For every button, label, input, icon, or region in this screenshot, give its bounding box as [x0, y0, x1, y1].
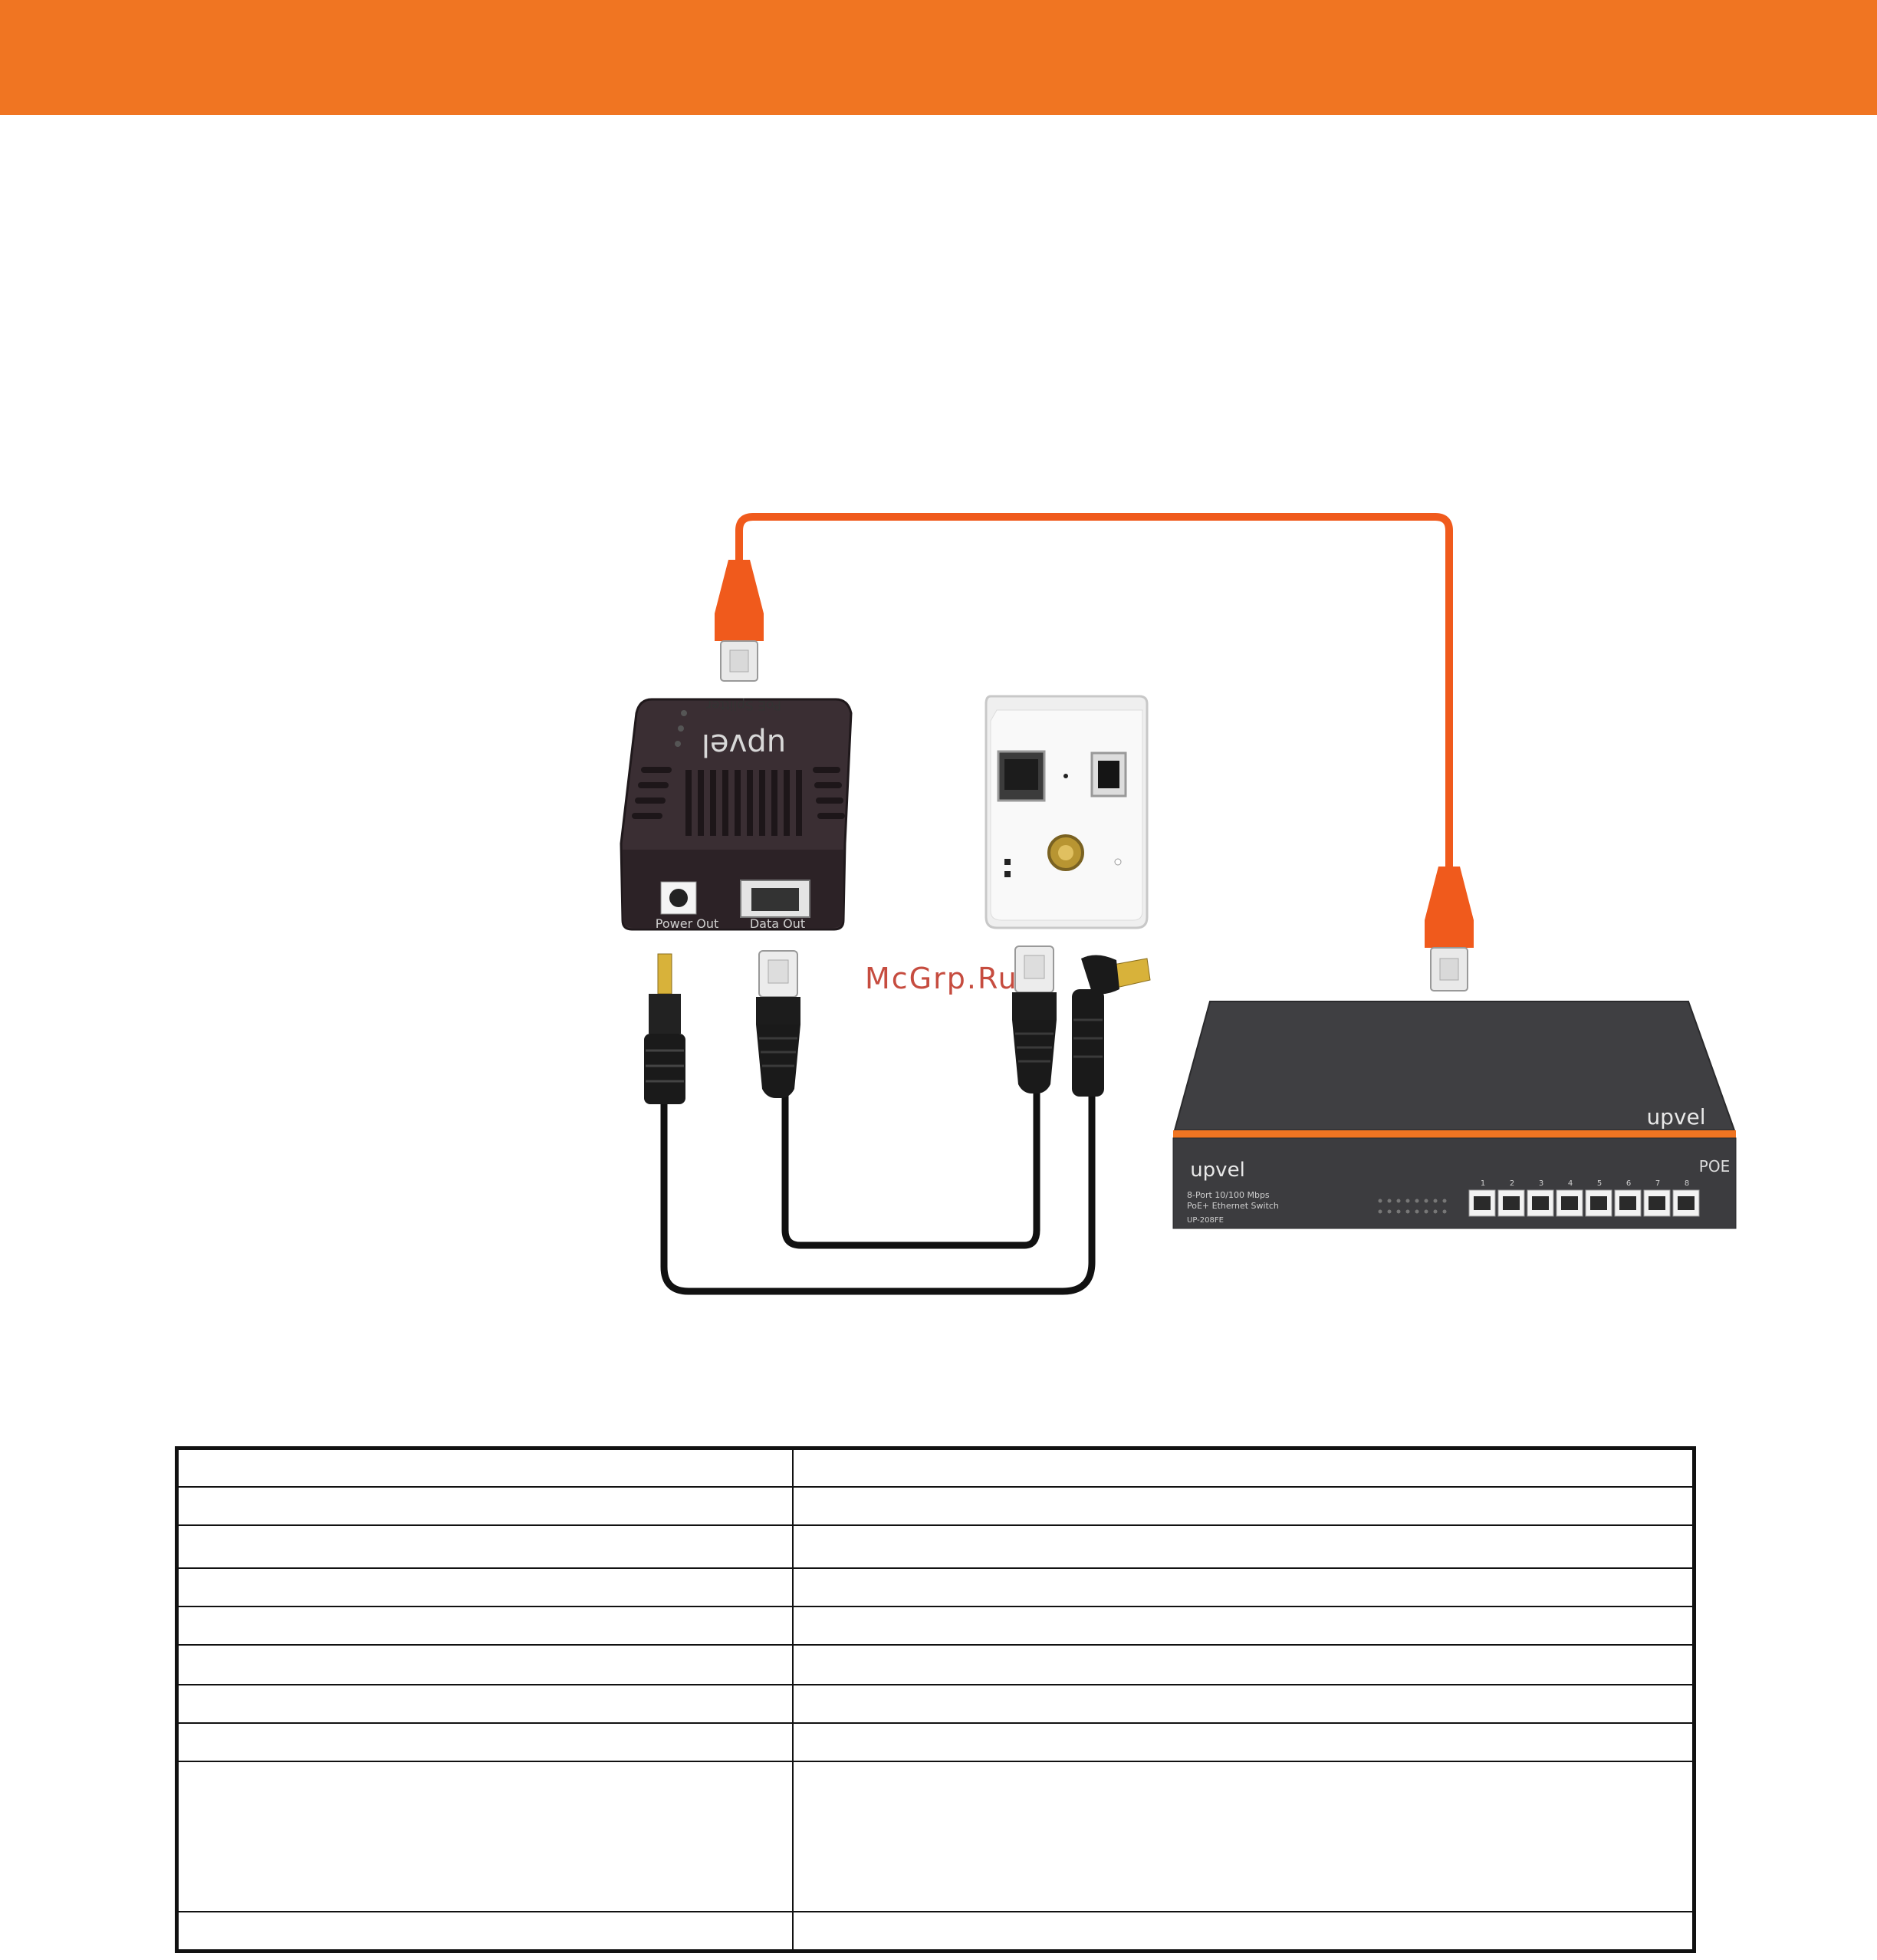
switch-port-number: 1	[1481, 1179, 1485, 1188]
rj45-plug-splitter-input	[715, 560, 764, 682]
table-cell	[176, 1605, 794, 1646]
table-cell	[176, 1910, 794, 1952]
table-cell	[792, 1910, 1695, 1952]
splitter-data-out-label: Data Out	[750, 916, 805, 931]
table-row	[176, 1605, 1695, 1646]
table-cell	[176, 1524, 794, 1569]
table-cell	[792, 1722, 1695, 1762]
poe-splitter-device: upvel PoE Splitter Power Out Data Out	[620, 697, 853, 931]
table-row	[176, 1643, 1695, 1685]
switch-port-number: 3	[1539, 1179, 1543, 1188]
splitter-led-icon	[681, 710, 687, 716]
table-cell	[176, 1567, 794, 1607]
dc-power-plug-angled	[1072, 955, 1151, 1097]
switch-description-line1: 8-Port 10/100 Mbps	[1187, 1190, 1270, 1200]
table-row	[176, 1683, 1695, 1724]
switch-port-number: 8	[1685, 1179, 1689, 1188]
table-cell	[176, 1447, 794, 1488]
splitter-model-label: PoE Splitter	[706, 697, 781, 712]
splitter-power-out-label: Power Out	[656, 916, 718, 931]
switch-port-number: 7	[1655, 1179, 1660, 1188]
watermark: McGrp.Ru	[865, 962, 1018, 995]
table-row	[176, 1485, 1695, 1526]
table-cell	[792, 1447, 1695, 1488]
switch-port-number: 2	[1510, 1179, 1514, 1188]
black-data-cable	[781, 1077, 1040, 1249]
table-row	[176, 1722, 1695, 1762]
table-cell	[792, 1643, 1695, 1685]
table-cell	[176, 1683, 794, 1724]
table-cell	[176, 1722, 794, 1762]
orange-ethernet-cable	[735, 513, 1453, 876]
table-row	[176, 1524, 1695, 1569]
connection-diagram: upvel PoE Splitter Power Out Data Out	[620, 513, 1737, 1295]
splitter-brand-logo: upvel	[702, 727, 786, 762]
switch-description-line2: PoE+ Ethernet Switch	[1187, 1201, 1279, 1211]
poe-switch-device: upvel upvel POE 8-Port 10/100 Mbps PoE+ …	[1172, 1001, 1737, 1229]
table-cell	[792, 1485, 1695, 1526]
switch-model-label: UP-208FE	[1187, 1216, 1224, 1225]
switch-top-brand-logo: upvel	[1646, 1104, 1705, 1130]
switch-front-brand-logo: upvel	[1190, 1159, 1245, 1182]
black-power-cable	[660, 1085, 1096, 1295]
table-cell	[792, 1605, 1695, 1646]
table-row	[176, 1910, 1695, 1952]
table-row	[176, 1567, 1695, 1607]
splitter-led-icon	[675, 741, 681, 747]
rj45-plug-switch-uplink	[1425, 867, 1474, 992]
switch-port-number: 6	[1626, 1179, 1631, 1188]
table-row	[176, 1447, 1695, 1488]
table-cell	[176, 1760, 794, 1912]
table-cell	[792, 1760, 1695, 1912]
rj45-plug-ap-data	[1012, 945, 1057, 1093]
switch-port-number: 5	[1597, 1179, 1602, 1188]
access-point-device	[985, 695, 1149, 929]
specification-table	[175, 1446, 1696, 1953]
table-row	[176, 1760, 1695, 1912]
splitter-led-icon	[678, 725, 684, 732]
rj45-plug-data-out	[756, 950, 800, 1098]
switch-poe-mark: POE	[1699, 1157, 1730, 1176]
switch-ethernet-port-icon	[1585, 1189, 1612, 1217]
table-cell	[176, 1485, 794, 1526]
table-cell	[792, 1524, 1695, 1569]
table-cell	[792, 1567, 1695, 1607]
dc-power-plug	[644, 953, 685, 1104]
switch-port-number: 4	[1568, 1179, 1573, 1188]
table-cell	[176, 1643, 794, 1685]
header-bar	[0, 0, 1877, 115]
table-cell	[792, 1683, 1695, 1724]
